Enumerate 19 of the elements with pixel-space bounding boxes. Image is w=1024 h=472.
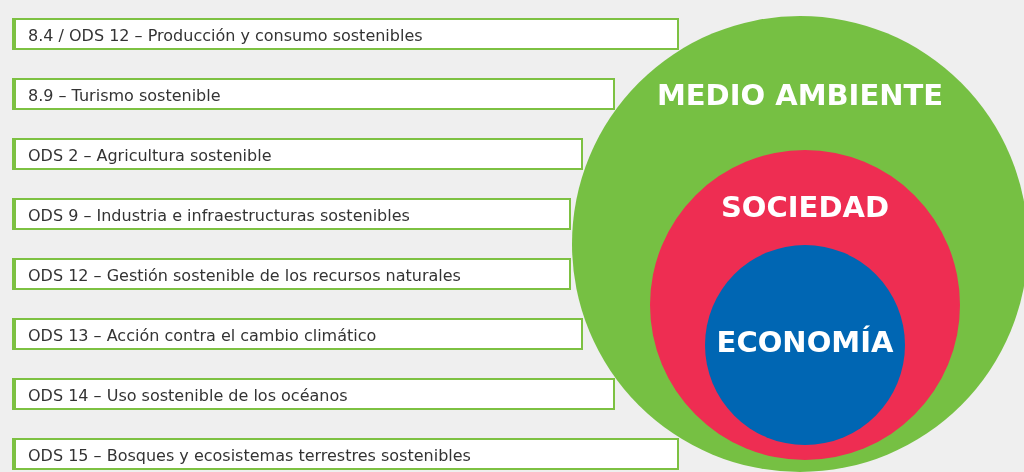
goal-box	[12, 18, 680, 50]
goal-box	[12, 318, 584, 350]
goal-label: ODS 9 – Industria e infraestructuras sostenibles	[28, 206, 410, 225]
goal-label: ODS 14 – Uso sostenible de los océanos	[28, 386, 348, 405]
circle-label: ECONOMÍA	[715, 325, 895, 359]
goal-label: ODS 13 – Acción contra el cambio climático	[28, 326, 377, 345]
goal-label: 8.4 / ODS 12 – Producción y consumo sostenibles	[28, 26, 423, 45]
goal-box	[12, 378, 615, 410]
goal-box	[12, 78, 615, 110]
circle-label: MEDIO AMBIENTE	[655, 78, 945, 112]
goal-label: ODS 2 – Agricultura sostenible	[28, 146, 272, 165]
circle-label: SOCIEDAD	[720, 190, 890, 224]
goal-box	[12, 258, 572, 290]
goal-box	[12, 138, 584, 170]
goal-label: ODS 15 – Bosques y ecosistemas terrestres sostenibles	[28, 446, 471, 465]
goal-box	[12, 438, 680, 470]
goal-label: ODS 12 – Gestión sostenible de los recursos naturales	[28, 266, 461, 285]
goal-label: 8.9 – Turismo sostenible	[28, 86, 221, 105]
goal-box	[12, 198, 572, 230]
